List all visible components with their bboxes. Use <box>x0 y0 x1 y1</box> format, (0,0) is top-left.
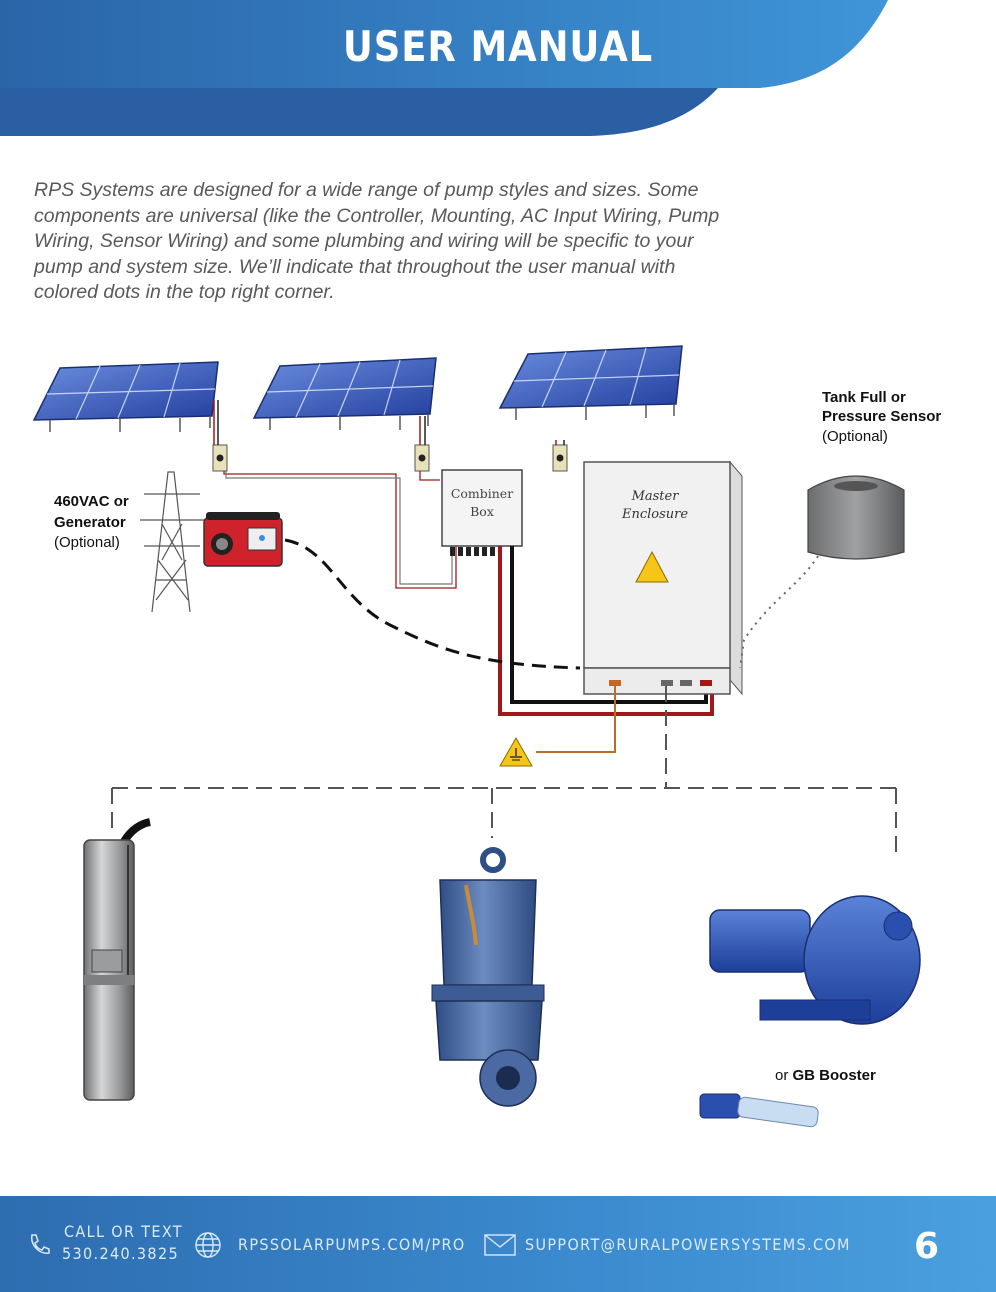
ground-icon <box>499 736 533 767</box>
sensor-label-1: Tank Full or <box>822 389 906 406</box>
warning-icon <box>635 550 669 583</box>
intro-paragraph: RPS Systems are designed for a wide rang… <box>34 179 720 303</box>
array-disconnect-1 <box>212 444 228 472</box>
phone-number[interactable]: 530.240.3825 <box>62 1244 179 1263</box>
water-tank <box>807 475 905 560</box>
booster-pump <box>699 1093 819 1128</box>
combiner-box <box>441 469 523 556</box>
page-number: 6 <box>914 1226 940 1267</box>
sewage-pump <box>431 847 545 1107</box>
globe-icon <box>195 1232 221 1258</box>
solar-array-1 <box>32 361 219 432</box>
solar-array-2 <box>252 357 437 430</box>
generator-label-2: Generator <box>54 514 126 531</box>
website-link[interactable]: RPSSOLARPUMPS.COM/PRO <box>238 1235 466 1254</box>
generator <box>203 512 283 567</box>
call-label: CALL OR TEXT <box>64 1222 183 1241</box>
master-label-2: Enclosure <box>621 507 688 522</box>
footer: CALL OR TEXT 530.240.3825 RPSSOLARPUMPS.… <box>0 1196 996 1292</box>
sensor-optional: (Optional) <box>822 428 888 445</box>
array-disconnect-2 <box>414 444 430 472</box>
page-title: USER MANUAL <box>342 22 654 71</box>
jet-pump <box>709 895 921 1025</box>
booster-prefix: or <box>775 1067 793 1084</box>
sensor-label-2: Pressure Sensor <box>822 408 941 425</box>
master-label-1: Master <box>631 489 680 504</box>
solar-array-3 <box>498 345 683 420</box>
booster-name: GB Booster <box>793 1067 877 1084</box>
power-tower <box>140 471 204 613</box>
booster-label: or GB Booster <box>775 1067 876 1084</box>
master-enclosure <box>583 460 743 696</box>
combiner-label-2: Box <box>470 504 494 519</box>
mail-icon <box>484 1234 516 1256</box>
phone-icon <box>31 1234 50 1254</box>
submersible-pump <box>83 818 151 1101</box>
system-wiring-diagram: Combiner Box Master Enclosure <box>32 345 941 1128</box>
email-link[interactable]: SUPPORT@RURALPOWERSYSTEMS.COM <box>525 1235 851 1254</box>
header-banner <box>0 0 888 136</box>
combiner-label-1: Combiner <box>451 486 513 501</box>
generator-label-1: 460VAC or <box>54 493 129 510</box>
array-disconnect-3 <box>552 444 568 472</box>
generator-optional: (Optional) <box>54 534 120 551</box>
